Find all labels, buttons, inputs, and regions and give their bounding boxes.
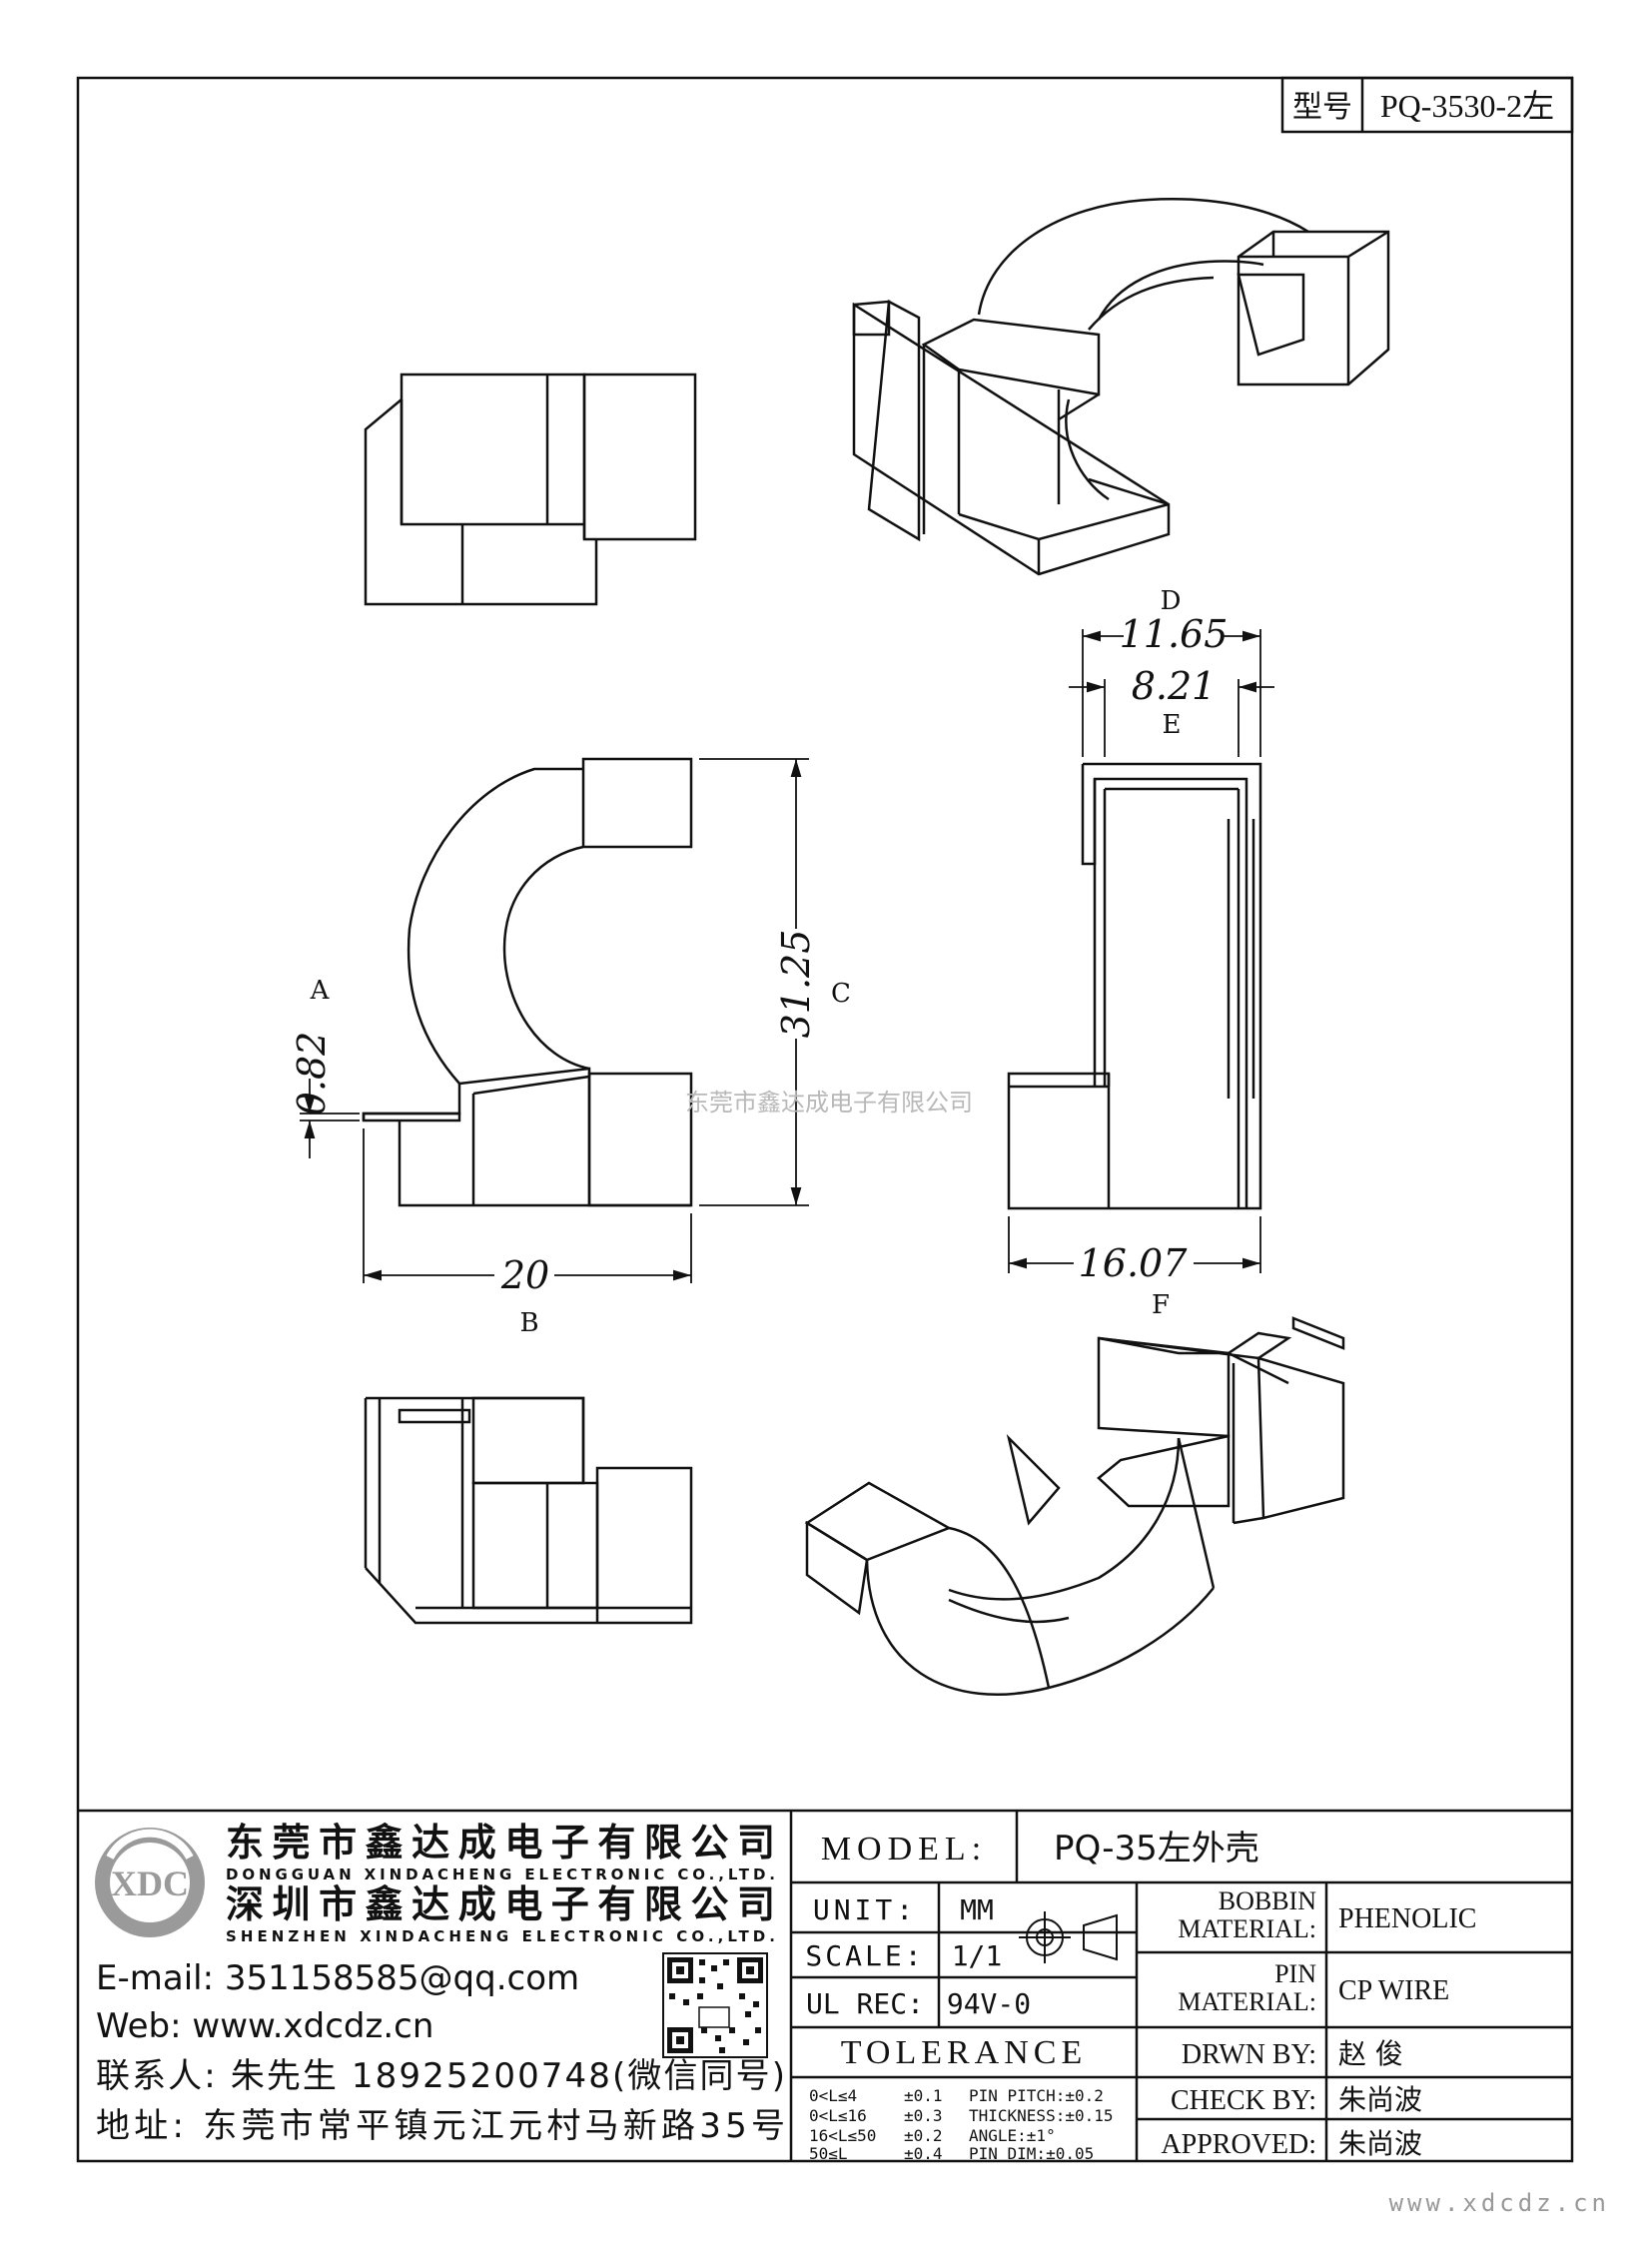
company-logo: XDC [95,1828,205,1937]
tol-spec-2: THICKNESS:±0.15 [969,2106,1114,2125]
watermark: 东莞市鑫达成电子有限公司 [685,1089,973,1117]
dim-e-width: 8.21 [1132,664,1217,708]
dim-pin-offset: 0.82 [290,1032,334,1117]
dim-f-width: 16.07 [1079,1241,1189,1285]
company-contact: 联系人: 朱先生 18925200748(微信同号) [96,2056,785,2096]
top-right-iso-view [852,198,1390,576]
bobbin-label-2: MATERIAL: [1178,1914,1316,1943]
bobbin-value: PHENOLIC [1338,1903,1476,1934]
company-name-dg-en: DONGGUAN XINDACHENG ELECTRONIC CO.,LTD. [226,1866,775,1883]
company-address: 地址: 东莞市常平镇元江元村马新路35号 [96,2106,785,2146]
scale-label: SCALE: [805,1939,924,1972]
bottom-right-iso-view [804,1316,1345,1696]
approved-label: APPROVED: [1161,2129,1316,2160]
logo-text: XDC [111,1864,189,1903]
tol-value-2: ±0.3 [904,2106,943,2125]
side-view [1007,762,1262,1210]
tol-range-2: 0<L≤16 [809,2106,867,2125]
sheet-border [76,76,1574,2163]
label-a: A [310,976,331,1006]
company-name-sz-en: SHENZHEN XINDACHENG ELECTRONIC CO.,LTD. [226,1927,775,1945]
tol-spec-4: PIN DIM:±0.05 [969,2144,1094,2163]
tol-range-1: 0<L≤4 [809,2086,857,2105]
tol-value-4: ±0.4 [904,2144,943,2163]
qr-code [662,1952,768,2058]
tol-range-3: 16<L≤50 [809,2126,876,2145]
ul-label: UL REC: [806,1987,924,2020]
dim-height: 31.25 [774,930,818,1039]
model-value: PQ-35左外壳 [1054,1829,1259,1868]
model-box-label: 型号 [1292,90,1352,125]
pin-value: CP WIRE [1338,1975,1449,2006]
ul-value: 94V-0 [947,1987,1031,2020]
check-value: 朱尚波 [1338,2083,1422,2116]
pin-label-2: MATERIAL: [1178,1987,1316,2016]
tol-value-3: ±0.2 [904,2126,943,2145]
dim-b-width: 20 [500,1253,549,1297]
dim-d-width: 11.65 [1120,612,1229,656]
projection-symbol-icon [1019,1911,1118,1963]
tol-value-1: ±0.1 [904,2086,943,2105]
company-email: E-mail: 351158585@qq.com [96,1958,579,1998]
tol-range-4: 50≤L [809,2144,848,2163]
front-view [362,757,693,1207]
approved-value: 朱尚波 [1338,2127,1422,2160]
pin-label-1: PIN [1274,1959,1316,1988]
company-name-dg: 东莞市鑫达成电子有限公司 [226,1821,775,1865]
check-label: CHECK BY: [1171,2085,1316,2116]
top-left-view [364,373,697,606]
tolerance-label: TOLERANCE [841,2034,1087,2071]
label-c: C [831,979,851,1009]
bobbin-label-1: BOBBIN [1219,1886,1316,1915]
label-f: F [1152,1290,1170,1320]
bottom-left-view [364,1396,693,1625]
footer-url: www.xdcdz.cn [1389,2189,1610,2217]
tol-spec-1: PIN PITCH:±0.2 [969,2086,1104,2105]
tolerance-table: 0<L≤4 ±0.1 PIN PITCH:±0.2 0<L≤16 ±0.3 TH… [809,2086,1114,2163]
drawn-label: DRWN BY: [1182,2039,1316,2070]
company-name-sz: 深圳市鑫达成电子有限公司 [226,1882,775,1926]
tol-spec-3: ANGLE:±1° [969,2126,1056,2145]
label-e: E [1163,710,1182,740]
model-label: MODEL: [821,1831,987,1868]
drawn-value: 赵 俊 [1338,2037,1403,2070]
label-d: D [1161,586,1182,616]
scale-value: 1/1 [952,1939,1003,1972]
company-web: Web: www.xdcdz.cn [96,2006,433,2046]
unit-value: MM [960,1893,994,1926]
model-box: 型号 PQ-3530-2左 [1280,76,1574,134]
model-box-value: PQ-3530-2左 [1380,88,1554,124]
title-block-frame [78,1809,1572,2161]
label-b: B [519,1308,538,1338]
unit-label: UNIT: [813,1893,917,1926]
